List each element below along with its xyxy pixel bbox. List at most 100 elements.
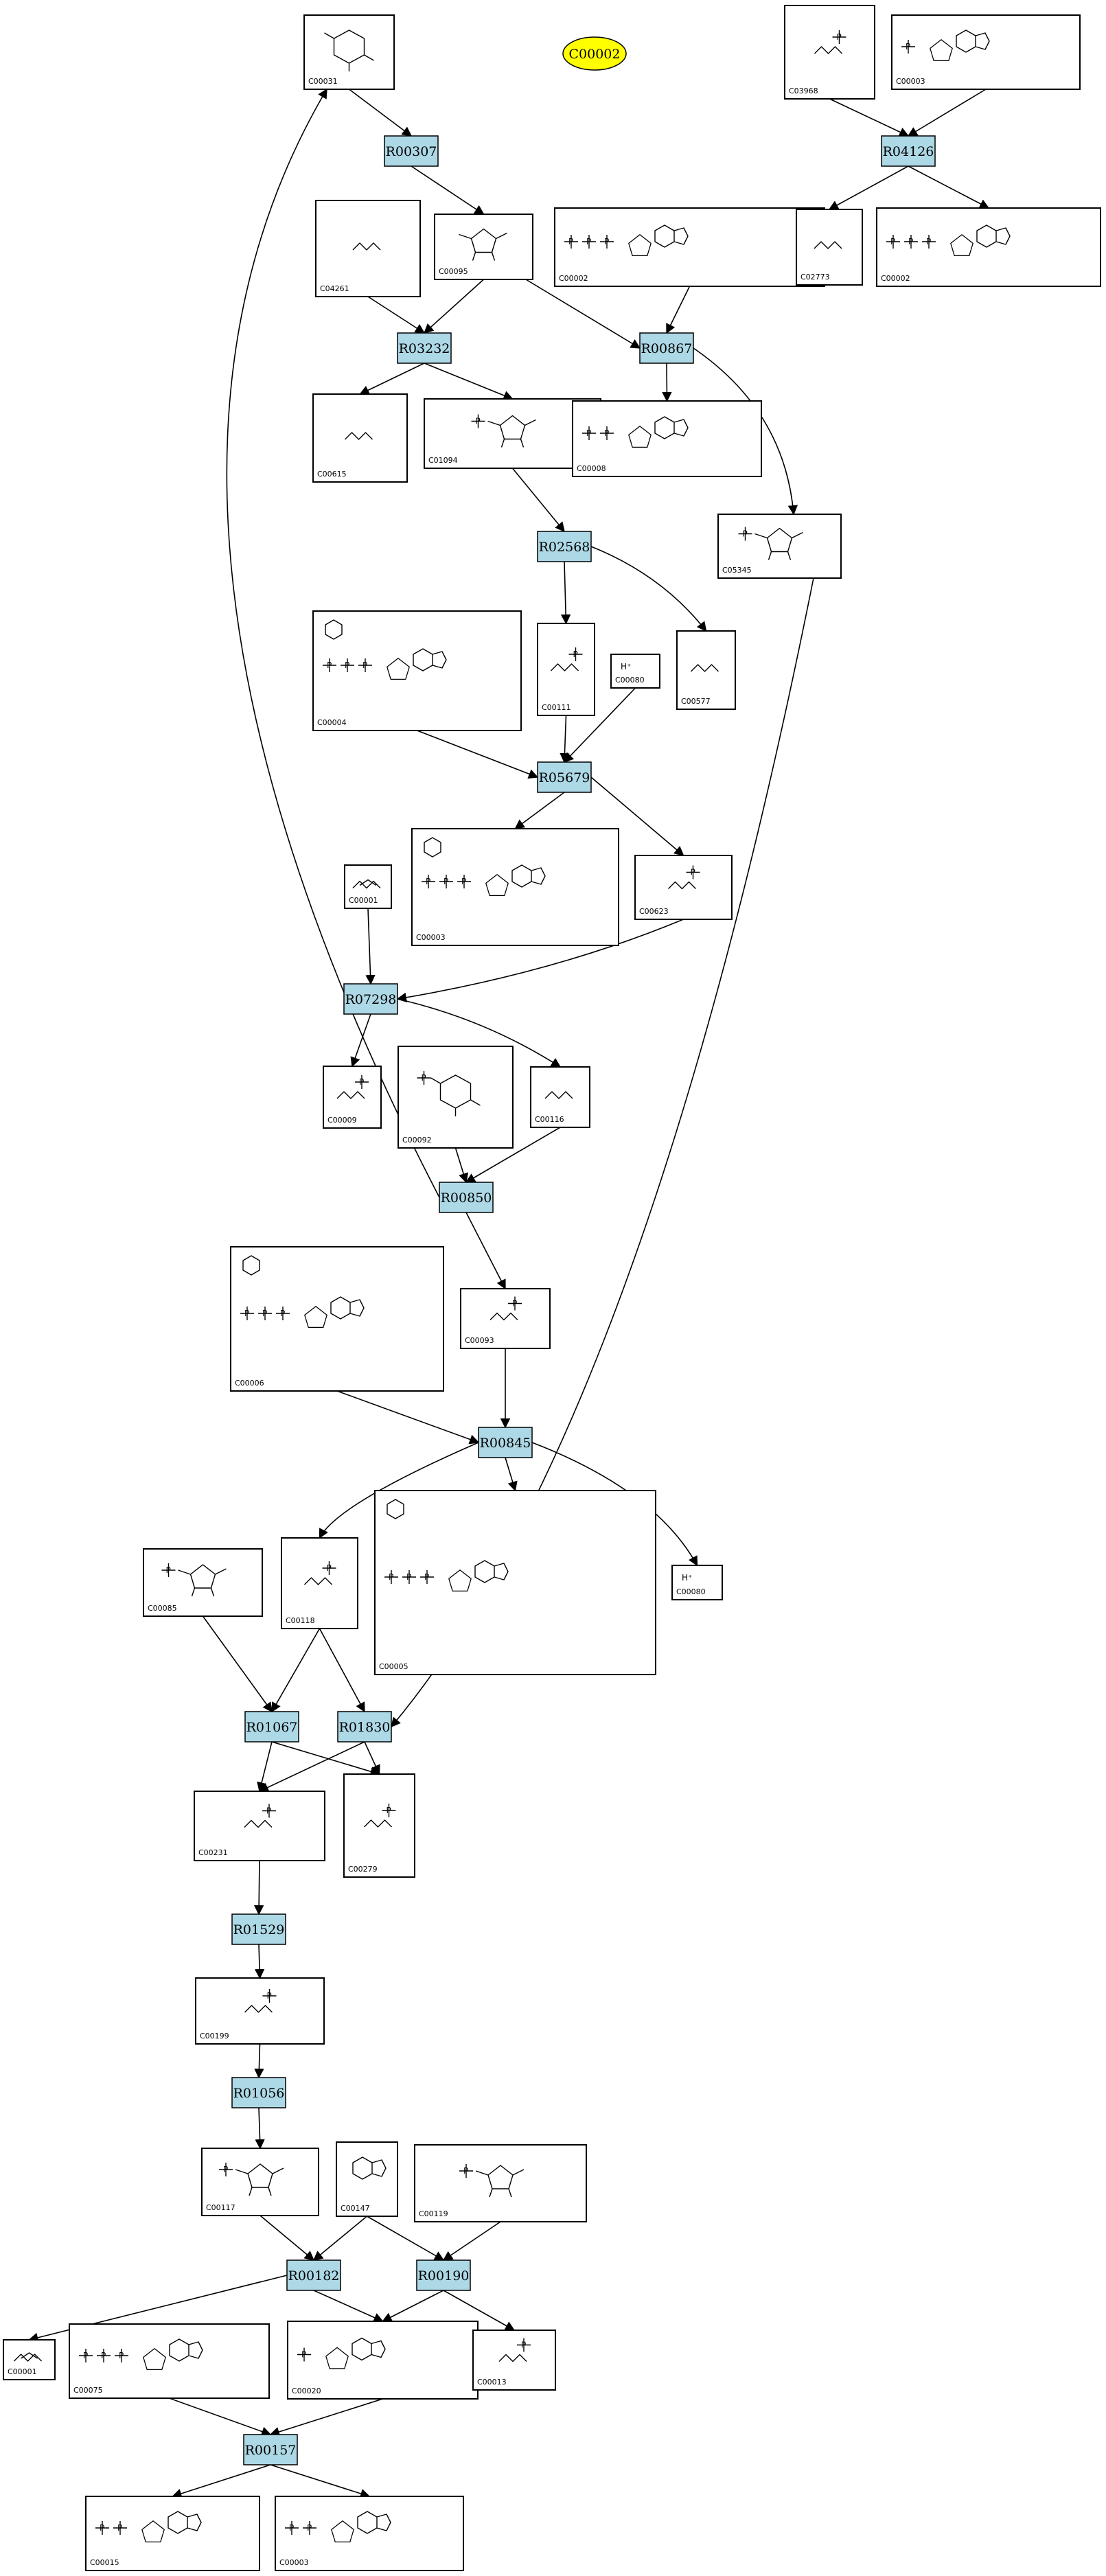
- compound-c00119[interactable]: C00119: [414, 2144, 587, 2222]
- compound-c00147[interactable]: C00147: [336, 2141, 398, 2217]
- compound-c00623[interactable]: C00623: [634, 855, 733, 920]
- ribulose-5-phosphate-structure: [244, 1988, 277, 2013]
- compound-c02773[interactable]: C02773: [796, 209, 863, 286]
- ion-symbol: H⁺: [682, 1573, 692, 1583]
- compound-id-label: C00075: [73, 2386, 103, 2395]
- compound-c00006[interactable]: C00006: [230, 1246, 444, 1392]
- compound-id-label: C02773: [800, 273, 830, 281]
- compound-c00095[interactable]: C00095: [434, 214, 533, 280]
- reaction-edge: [254, 2043, 264, 2079]
- compound-c00003[interactable]: C00003: [891, 14, 1081, 90]
- compound-c00005[interactable]: C00005: [374, 1490, 656, 1675]
- reaction-r01067[interactable]: R01067: [244, 1711, 299, 1743]
- compound-c00085[interactable]: C00085: [143, 1548, 263, 1617]
- reaction-edge: [525, 279, 641, 349]
- reaction-r01529[interactable]: R01529: [231, 1913, 286, 1945]
- compound-c00080[interactable]: H⁺C00080: [610, 654, 660, 689]
- reaction-label: R00845: [480, 1436, 531, 1451]
- reaction-r00157[interactable]: R00157: [243, 2434, 298, 2465]
- compound-c01094[interactable]: C01094: [424, 398, 601, 469]
- reaction-r05679[interactable]: R05679: [537, 761, 592, 793]
- reaction-r01056[interactable]: R01056: [231, 2077, 286, 2108]
- reaction-r00182[interactable]: R00182: [286, 2259, 341, 2291]
- reaction-r07298[interactable]: R07298: [343, 983, 398, 1015]
- compound-c00013[interactable]: C00013: [472, 2330, 556, 2391]
- compound-id-label: C00577: [681, 697, 711, 706]
- compound-c00118[interactable]: C00118: [281, 1537, 358, 1629]
- compound-c00116[interactable]: C00116: [530, 1066, 590, 1128]
- phospho-histidine-structure: [352, 242, 381, 251]
- reaction-edge: [269, 2398, 383, 2437]
- reaction-r03232[interactable]: R03232: [397, 332, 452, 364]
- compound-c00615[interactable]: C00615: [312, 393, 408, 483]
- compound-c04261[interactable]: C04261: [315, 200, 421, 297]
- compound-c00231[interactable]: C00231: [194, 1791, 325, 1861]
- compound-c00008[interactable]: C00008: [572, 400, 762, 477]
- reaction-edge: [560, 715, 570, 763]
- reaction-r02568[interactable]: R02568: [537, 531, 592, 562]
- reaction-r01830[interactable]: R01830: [337, 1711, 392, 1743]
- compound-id-label: C00095: [439, 267, 468, 276]
- reaction-label: R00307: [386, 144, 437, 159]
- PRPP-structure: [459, 2163, 525, 2198]
- reaction-edge: [666, 286, 691, 334]
- NAD+-structure: [421, 837, 546, 897]
- compound-c00001b[interactable]: C00001: [3, 2339, 56, 2380]
- reaction-edge: [359, 363, 425, 395]
- reaction-edge: [255, 2107, 265, 2150]
- compound-c00009[interactable]: C00009: [323, 1066, 382, 1129]
- compound-c00031[interactable]: C00031: [303, 14, 395, 90]
- reaction-label: R02568: [539, 540, 590, 555]
- NADH-structure: [322, 619, 447, 680]
- ATP-structure: [564, 225, 689, 257]
- glyceraldehyde-structure: [691, 664, 719, 672]
- compound-c03968[interactable]: C03968: [784, 5, 875, 100]
- compound-c00003b[interactable]: C00003: [411, 828, 619, 946]
- reaction-edge: [590, 546, 707, 632]
- reaction-r00867[interactable]: R00867: [639, 332, 694, 364]
- reaction-r00190[interactable]: R00190: [416, 2259, 471, 2291]
- compound-c00002b[interactable]: C00002: [876, 207, 1101, 287]
- reaction-edge: [590, 777, 684, 856]
- reaction-edge: [828, 165, 909, 210]
- compound-c00015[interactable]: C00015: [85, 2496, 260, 2571]
- compound-c00004[interactable]: C00004: [312, 610, 522, 731]
- compound-c00111[interactable]: C00111: [537, 623, 595, 716]
- reaction-edge: [367, 296, 426, 334]
- compound-id-label: C00080: [615, 676, 645, 685]
- title-node[interactable]: C00002: [562, 36, 627, 71]
- reaction-edge: [319, 1442, 479, 1539]
- reaction-r00845[interactable]: R00845: [478, 1427, 533, 1458]
- compound-c00001[interactable]: C00001: [344, 864, 392, 909]
- reaction-edge: [443, 2290, 516, 2331]
- compound-c00577[interactable]: C00577: [676, 630, 736, 710]
- compound-c00075[interactable]: C00075: [69, 2323, 270, 2399]
- reaction-edge: [564, 687, 636, 763]
- ADP-structure: [581, 416, 689, 448]
- compound-id-label: C00008: [577, 464, 606, 473]
- compound-c00002[interactable]: C00002: [554, 207, 825, 287]
- compound-id-label: C00005: [379, 1662, 408, 1671]
- compound-id-label: C05345: [722, 566, 752, 575]
- compound-c00003c[interactable]: C00003: [275, 2496, 464, 2571]
- reaction-edge: [424, 363, 514, 400]
- compound-c00117[interactable]: C00117: [201, 2148, 319, 2216]
- compound-c00092[interactable]: C00092: [398, 1046, 514, 1149]
- compound-id-label: C01094: [428, 456, 458, 465]
- reaction-label: R05679: [539, 770, 590, 785]
- compound-id-label: C00002: [559, 274, 588, 283]
- compound-c00199[interactable]: C00199: [195, 1977, 325, 2045]
- UDP-structure: [95, 2511, 202, 2543]
- compound-id-label: C00119: [419, 2209, 448, 2218]
- reaction-edge: [465, 1212, 506, 1290]
- compound-c00279[interactable]: C00279: [343, 1773, 415, 1878]
- reaction-r00307[interactable]: R00307: [384, 135, 439, 167]
- compound-c00020[interactable]: C00020: [287, 2321, 479, 2400]
- compound-c00080b[interactable]: H⁺C00080: [671, 1565, 723, 1600]
- compound-c00093[interactable]: C00093: [460, 1288, 551, 1349]
- reaction-r04126[interactable]: R04126: [881, 135, 936, 167]
- reaction-edge: [396, 919, 684, 1002]
- compound-c05345[interactable]: C05345: [717, 514, 842, 579]
- reaction-r00850[interactable]: R00850: [439, 1182, 494, 1213]
